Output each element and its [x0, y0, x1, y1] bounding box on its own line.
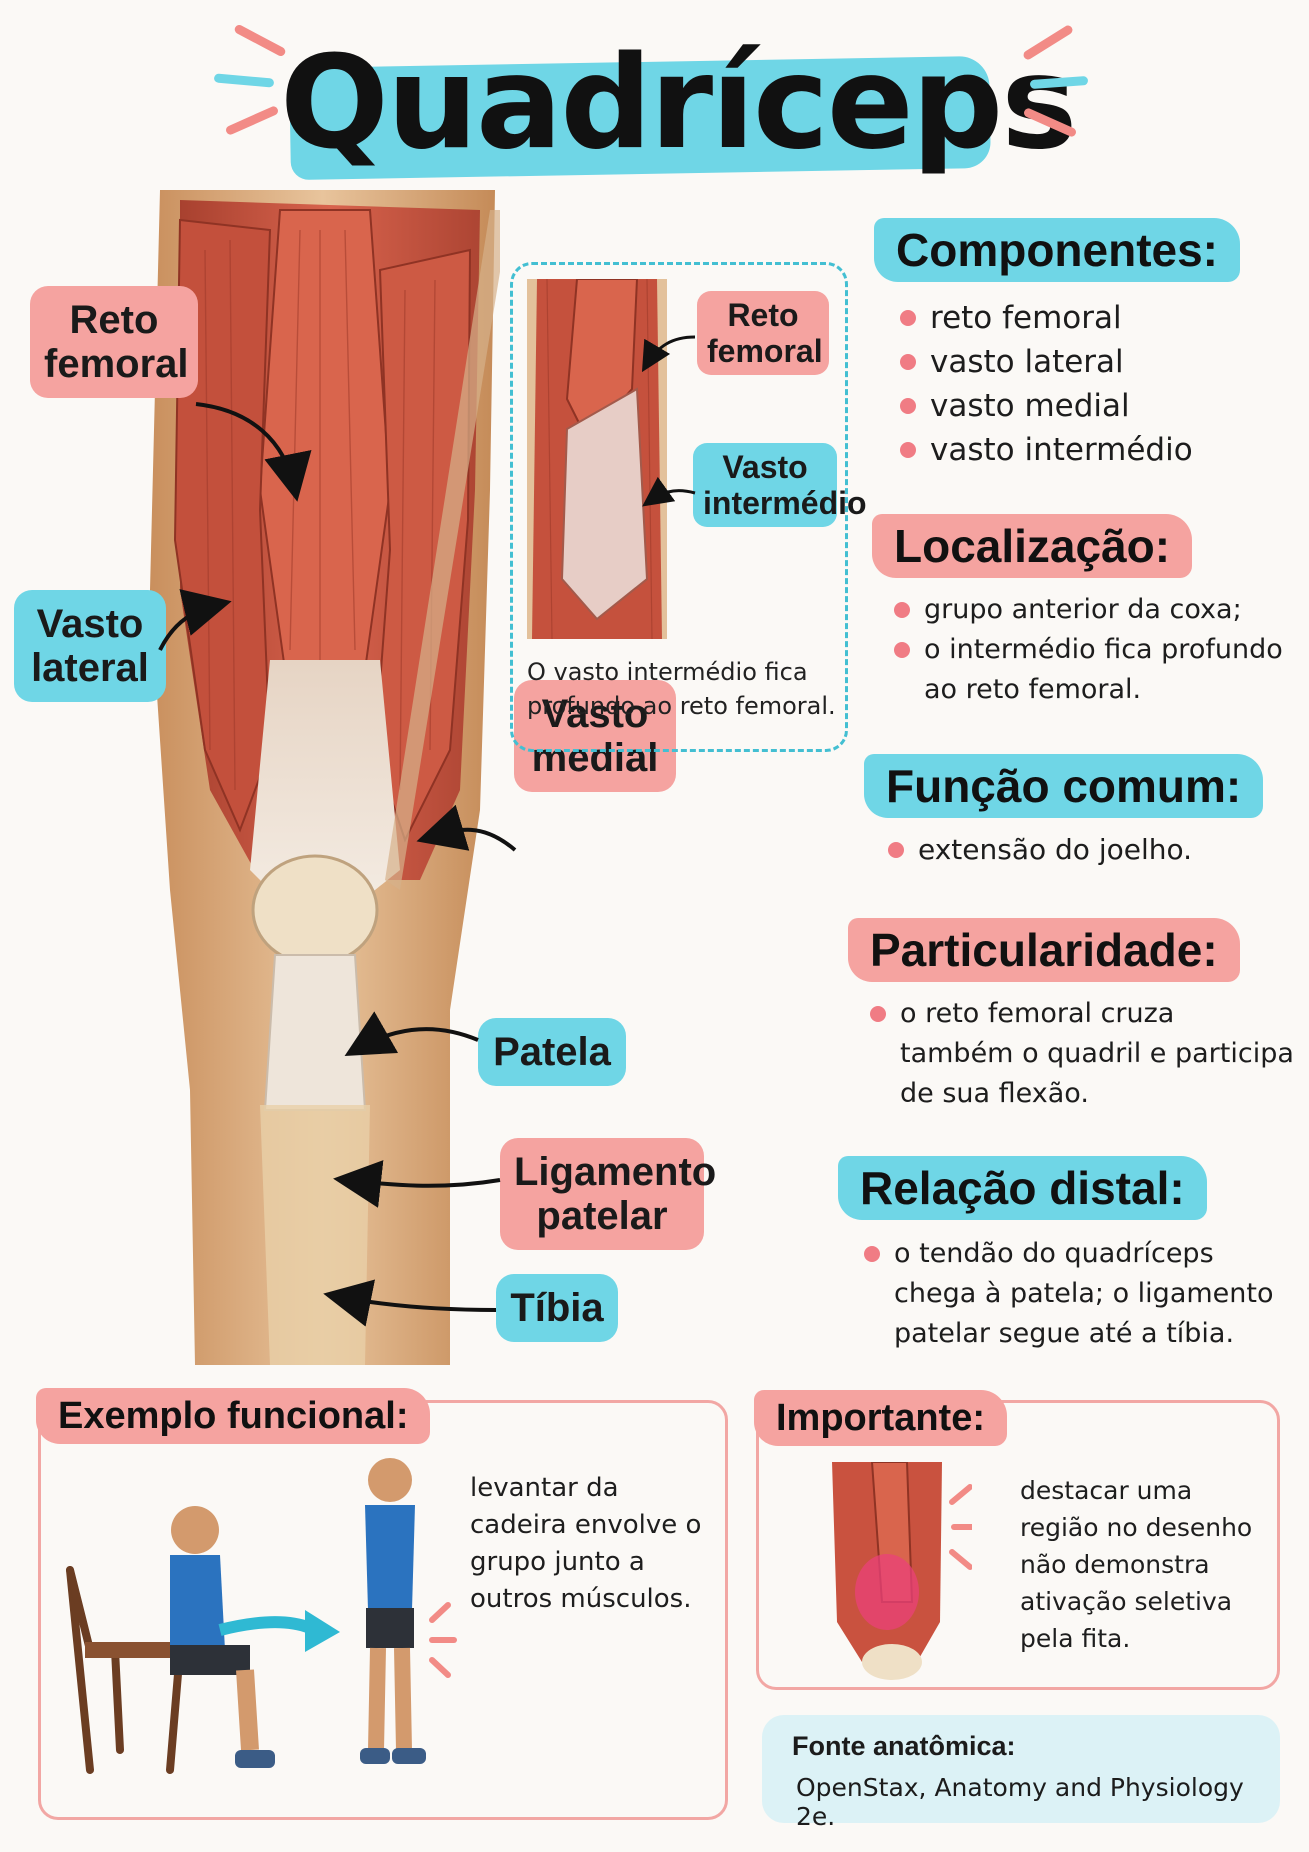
heading-importante: Importante:	[754, 1390, 1007, 1446]
fonte-box: Fonte anatômica: OpenStax, Anatomy and P…	[762, 1715, 1280, 1831]
list-item: o intermédio fica profundo ao reto femor…	[890, 630, 1290, 710]
label-patela: Patela	[478, 1018, 626, 1086]
heading-relacao-distal: Relação distal:	[838, 1156, 1207, 1220]
list-item: vasto medial	[896, 384, 1286, 428]
highlight-illustration	[832, 1462, 972, 1680]
page-title: Quadríceps	[280, 29, 1077, 178]
label-arrows	[158, 402, 517, 1327]
label-tibia: Tíbia	[496, 1274, 618, 1342]
heading-exemplo-funcional: Exemplo funcional:	[36, 1388, 431, 1444]
label-reto-femoral: Reto femoral	[30, 286, 198, 398]
list-particularidade: o reto femoral cruza também o quadril e …	[866, 994, 1294, 1114]
heading-componentes: Componentes:	[874, 218, 1240, 282]
importante-box	[756, 1400, 1280, 1690]
heading-funcao-comum: Função comum:	[864, 754, 1264, 818]
list-item: vasto intermédio	[896, 428, 1286, 472]
label-vasto-lateral: Vasto lateral	[14, 590, 166, 702]
title-banner: Quadríceps	[280, 20, 1077, 188]
list-item: reto femoral	[896, 296, 1286, 340]
list-item: grupo anterior da coxa;	[890, 590, 1290, 630]
label-ligamento-patelar: Ligamento patelar	[500, 1138, 716, 1250]
list-item: o reto femoral cruza também o quadril e …	[866, 994, 1294, 1114]
fonte-label: Fonte anatômica:	[792, 1731, 1016, 1761]
fonte-text: OpenStax, Anatomy and Physiology 2e.	[796, 1773, 1244, 1831]
list-componentes: reto femoral vasto lateral vasto medial …	[896, 296, 1286, 472]
inset-box: Reto femoral Vasto intermédio O vasto in…	[510, 262, 867, 752]
heading-particularidade: Particularidade:	[848, 918, 1240, 982]
list-item: o tendão do quadríceps chega à patela; o…	[860, 1234, 1292, 1354]
chair-stand-illustration	[66, 1458, 457, 1774]
inset-arrows	[641, 335, 696, 507]
importante-text: destacar uma região no desenho não demon…	[1020, 1476, 1253, 1653]
list-funcao: extensão do joelho.	[884, 830, 1284, 870]
list-localizacao: grupo anterior da coxa; o intermédio fic…	[890, 590, 1290, 710]
list-relacao-distal: o tendão do quadríceps chega à patela; o…	[860, 1234, 1292, 1354]
list-item: extensão do joelho.	[884, 830, 1284, 870]
list-item: vasto lateral	[896, 340, 1286, 384]
inset-label-reto-femoral: Reto femoral	[697, 291, 829, 375]
inset-label-vasto-intermedio: Vasto intermédio	[693, 443, 867, 527]
label-vasto-medial: Vasto medial	[514, 680, 676, 792]
exemplo-text: levantar da cadeira envolve o grupo junt…	[470, 1473, 702, 1614]
quadriceps-illustration	[150, 190, 500, 1365]
heading-localizacao: Localização:	[872, 514, 1193, 578]
inset-caption: O vasto intermédio fica profundo ao reto…	[527, 658, 836, 720]
